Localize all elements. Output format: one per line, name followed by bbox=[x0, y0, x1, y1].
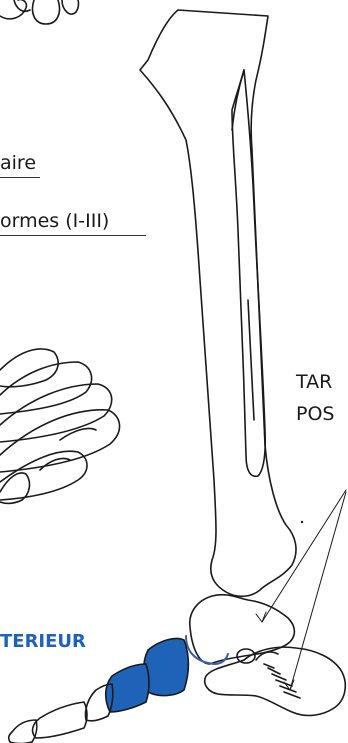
phalanges-bones bbox=[9, 684, 113, 743]
label-cuneiformes: ormes (I-III) bbox=[0, 212, 146, 236]
upper-bone-fragment bbox=[0, 0, 79, 24]
fibula-bone bbox=[232, 70, 265, 476]
label-aire: aire bbox=[0, 154, 40, 178]
tibia-bone bbox=[140, 10, 296, 596]
label-anterieur: TERIEUR bbox=[0, 633, 86, 651]
pointer-dot bbox=[301, 521, 303, 523]
label-pointer-lines bbox=[256, 490, 346, 690]
metatarsal-fan-bones bbox=[0, 349, 120, 503]
label-tarse-line2: POS bbox=[296, 405, 334, 424]
talus-bone bbox=[190, 595, 295, 664]
label-tarse-line1: TAR bbox=[296, 373, 332, 392]
cuneiform-bone bbox=[144, 638, 189, 695]
highlighted-midfoot-bones bbox=[106, 638, 189, 712]
